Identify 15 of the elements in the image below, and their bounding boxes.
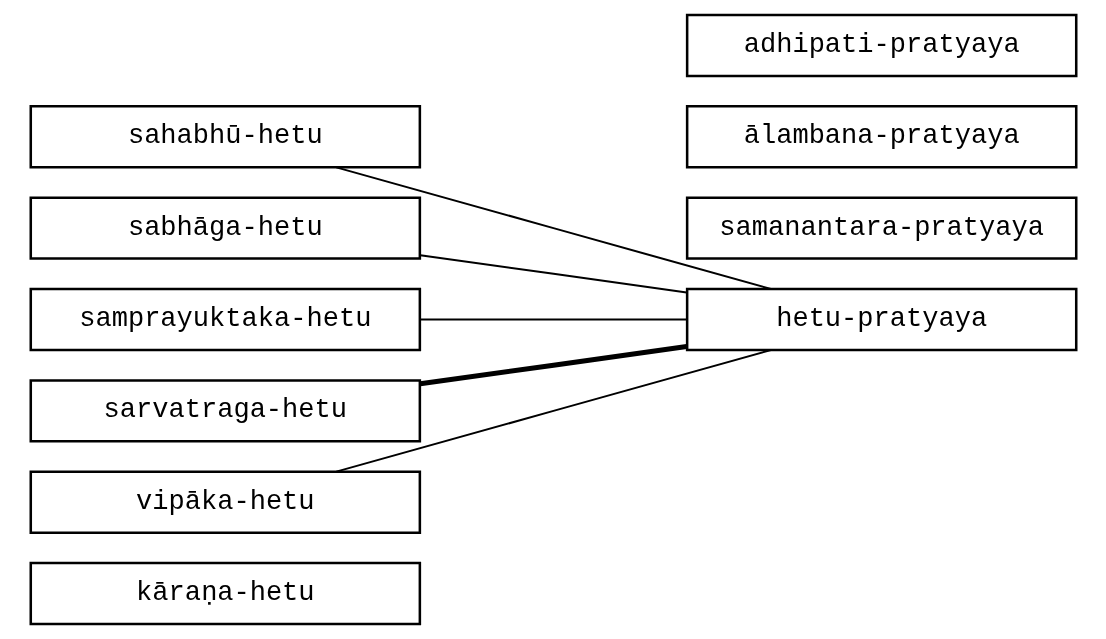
- node-box: hetu-pratyaya: [685, 287, 1077, 352]
- node-box: sarvatraga-hetu: [29, 379, 421, 443]
- node-box: samprayuktaka-hetu: [29, 287, 421, 352]
- node-box: ālambana-pratyaya: [685, 105, 1077, 169]
- connector: [419, 254, 687, 294]
- connector: [419, 318, 687, 321]
- connector: [335, 349, 771, 473]
- node-box: vipāka-hetu: [29, 470, 421, 534]
- node-box: sahabhū-hetu: [29, 105, 421, 169]
- node-box: samanantara-pratyaya: [685, 196, 1077, 260]
- node-box: kāraṇa-hetu: [29, 561, 421, 626]
- connector: [419, 344, 687, 387]
- node-box: sabhāga-hetu: [29, 196, 421, 260]
- connector: [335, 166, 771, 290]
- node-box: adhipati-pratyaya: [685, 13, 1077, 78]
